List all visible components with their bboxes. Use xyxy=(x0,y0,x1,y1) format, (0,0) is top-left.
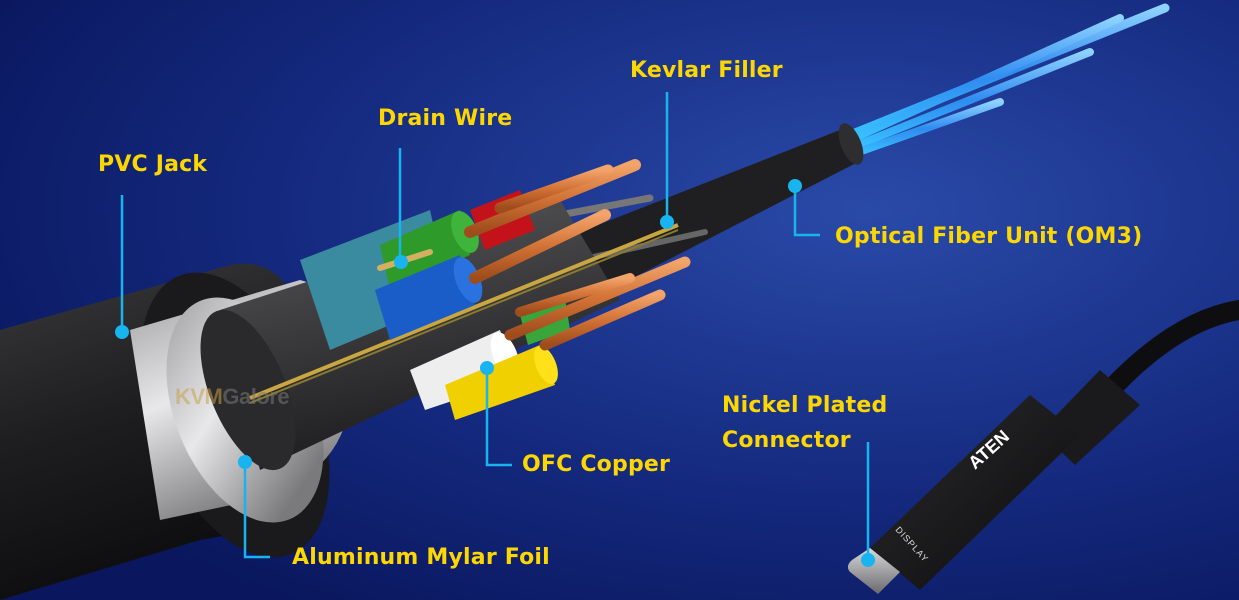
inner-core-end xyxy=(200,309,296,471)
white-insulation xyxy=(410,330,515,410)
dot-drain-wire xyxy=(394,255,408,269)
dot-optical-fiber-unit xyxy=(788,179,802,193)
label-ofc-copper: OFC Copper xyxy=(522,452,671,477)
dot-aluminum-mylar-foil xyxy=(238,455,252,469)
label-aluminum-mylar-foil: Aluminum Mylar Foil xyxy=(292,545,550,570)
dot-ofc-copper xyxy=(480,361,494,375)
fiber-tube-end xyxy=(838,123,864,165)
green-insulation xyxy=(380,210,470,290)
dot-kevlar-filler xyxy=(660,215,674,229)
label-nickel-plated-connector-line1: Nickel Plated xyxy=(722,393,888,418)
watermark: KVMGalore xyxy=(175,384,290,410)
copper-conductors xyxy=(464,159,691,351)
blue-end xyxy=(453,257,483,303)
dot-nickel-plated-connector xyxy=(861,553,875,567)
label-drain-wire: Drain Wire xyxy=(378,106,513,131)
optical-fibers xyxy=(845,3,1170,159)
optical-fiber-unit-tube xyxy=(560,128,859,300)
yellow-insulation xyxy=(445,345,555,420)
label-pvc-jack: PVC Jack xyxy=(98,152,208,177)
kevlar-strand xyxy=(249,223,679,400)
watermark-part1: KVM xyxy=(175,384,223,409)
leader-dots xyxy=(115,179,875,567)
kevlar-strand-shadow xyxy=(249,229,679,404)
connector-cable xyxy=(1050,300,1239,450)
usb-c-plug xyxy=(847,548,900,594)
gray-wire xyxy=(556,194,654,219)
watermark-part2: Galore xyxy=(222,384,290,409)
dot-pvc-jack xyxy=(115,325,129,339)
label-nickel-plated-connector-line2: Connector xyxy=(722,428,851,453)
leader-lines xyxy=(120,92,870,560)
label-optical-fiber-unit: Optical Fiber Unit (OM3) xyxy=(835,224,1143,249)
yellow-end xyxy=(534,346,558,384)
connector-body xyxy=(870,395,1080,590)
blue-insulation xyxy=(375,255,475,340)
label-kevlar-filler: Kevlar Filler xyxy=(630,58,783,83)
